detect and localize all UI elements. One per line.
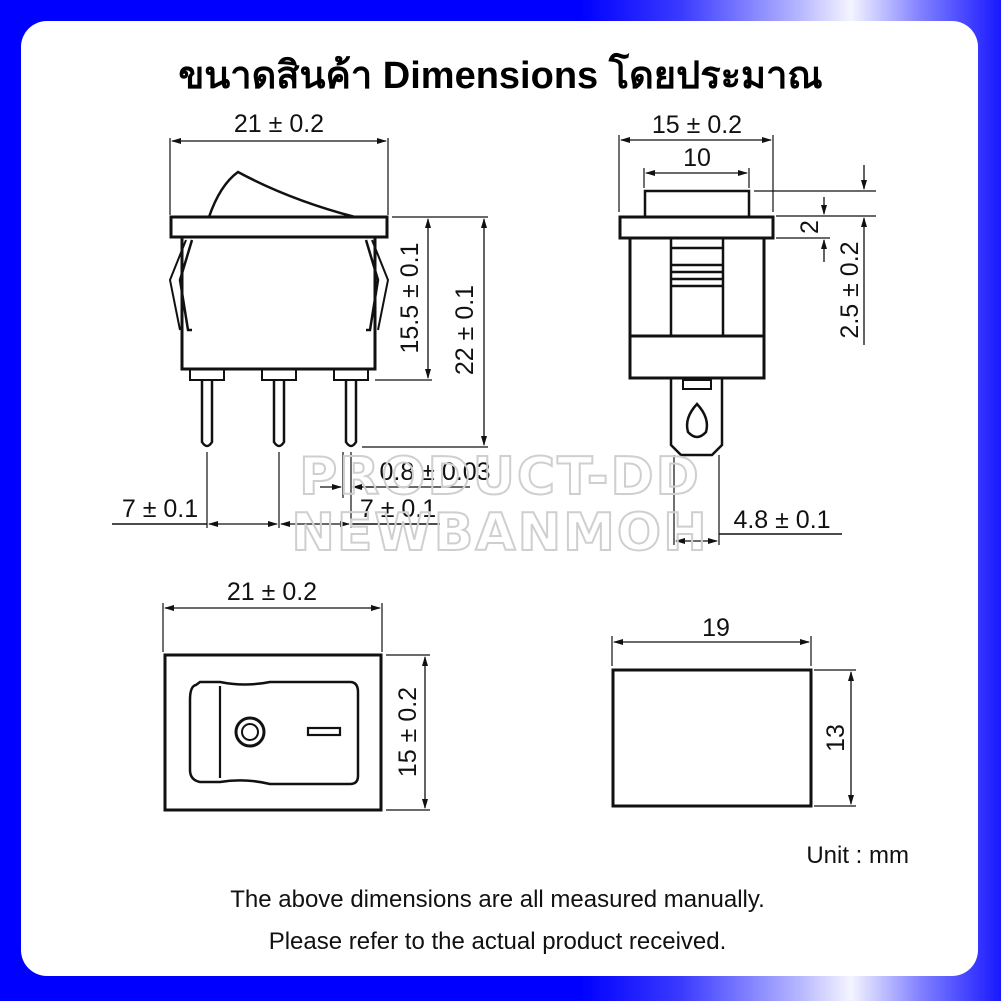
- pin-thickness-label: 0.8 ± 0.03: [379, 458, 490, 486]
- front-view: [112, 138, 488, 528]
- side-width-label: 15 ± 0.2: [652, 111, 742, 139]
- rocker-width-label: 10: [683, 144, 711, 172]
- watermark: PRODUCT-DD NEWBANMOH: [290, 446, 708, 564]
- measurement-note: The above dimensions are all measured ma…: [230, 886, 765, 913]
- disclaimer-note: Please refer to the actual product recei…: [268, 928, 727, 955]
- page-title: ขนาดสินค้า Dimensions โดยประมาณ: [178, 55, 823, 97]
- front-body-height-label: 15.5 ± 0.1: [396, 242, 424, 353]
- flange-thickness-label: 2: [796, 220, 824, 234]
- side-view: [618, 135, 876, 545]
- terminal-width-label: 4.8 ± 0.1: [733, 506, 830, 534]
- pin-pitch-right-label: 7 ± 0.1: [360, 495, 436, 523]
- top-view: [162, 603, 430, 812]
- top-height-label: 15 ± 0.2: [394, 687, 422, 777]
- pin-pitch-left-label: 7 ± 0.1: [122, 495, 198, 523]
- content-panel: [21, 21, 978, 976]
- front-total-height-label: 22 ± 0.1: [451, 285, 479, 375]
- top-width-label: 21 ± 0.2: [227, 578, 317, 606]
- rocker-height-label: 2.5 ± 0.2: [836, 241, 864, 338]
- watermark-line2: NEWBANMOH: [291, 503, 708, 563]
- front-width-label: 21 ± 0.2: [234, 110, 324, 138]
- panel-cutout-view: [611, 636, 856, 808]
- cutout-width-label: 19: [702, 614, 730, 642]
- watermark-line1: PRODUCT-DD: [299, 447, 701, 507]
- unit-label: Unit : mm: [806, 842, 909, 869]
- cutout-height-label: 13: [822, 724, 850, 752]
